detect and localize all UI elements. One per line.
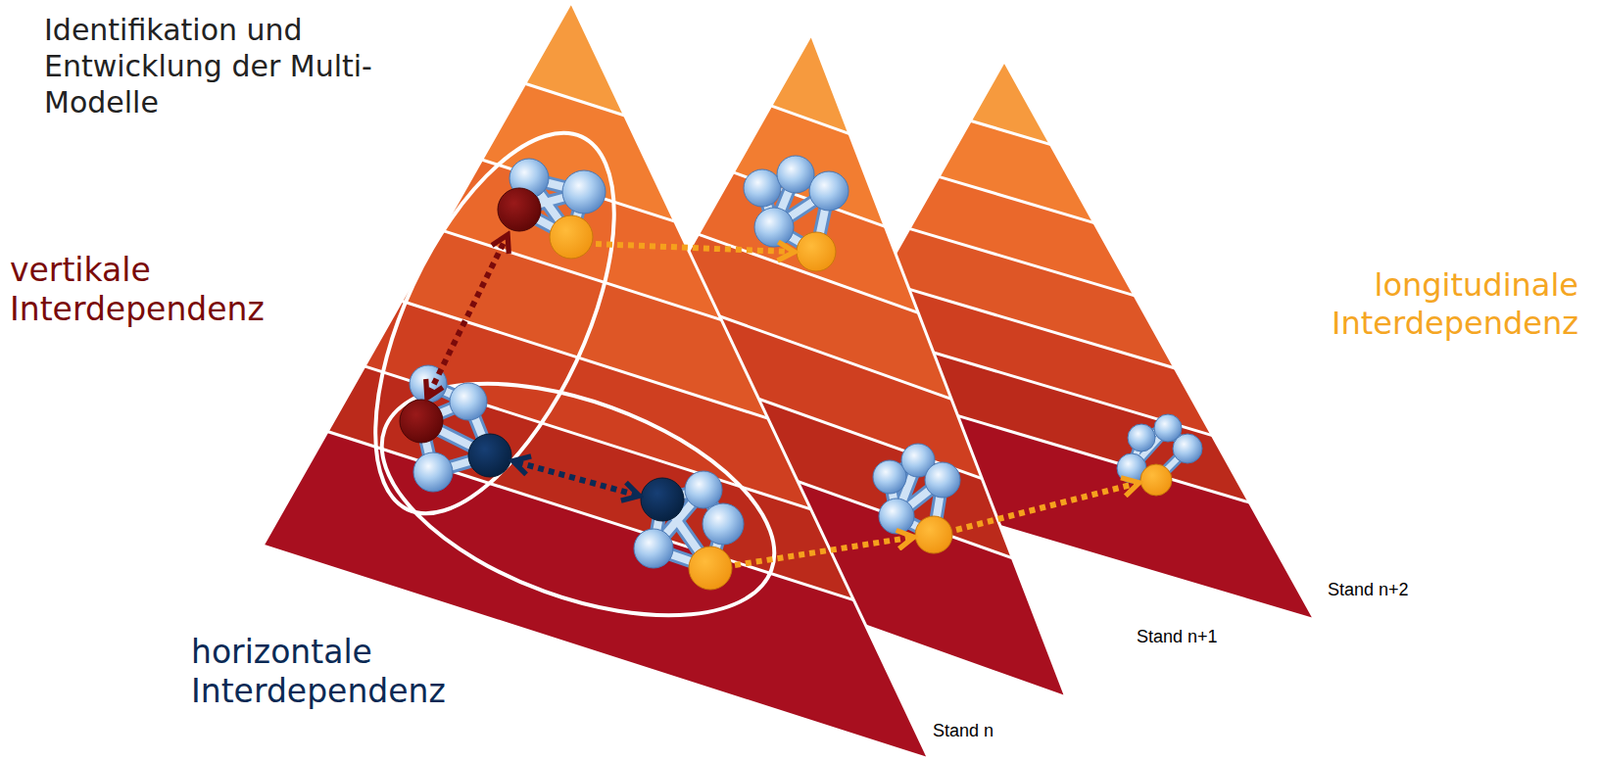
longitudinal-arrow [956,484,1135,531]
band-separator [327,431,854,600]
vertical-arrow [429,239,506,394]
molecule-balls [399,155,1203,590]
band-separator [909,228,1135,295]
title-note: Identifikation und Entwicklung der Multi… [44,11,397,121]
horizontal-label: horizontale Interdependenz [191,632,564,712]
longitudinal-arrow [734,537,910,566]
group-ellipse [326,98,664,548]
longitudinal-label: longitudinale Interdependenz [1206,266,1579,343]
band-separator [525,83,626,116]
stage-label: Stand n+2 [1327,580,1409,602]
vertical-label: vertikale Interdependenz [9,250,383,330]
longitudinal-arrow [595,243,790,252]
molecule-sticks-highlight [421,174,1188,569]
molecule-sticks [421,174,1188,569]
stage-label: Stand n+1 [1136,627,1218,649]
band-separator [771,105,850,135]
horizontal-arrow [517,462,635,495]
group-ellipse [350,337,805,663]
stage-label: Stand n [932,721,994,743]
